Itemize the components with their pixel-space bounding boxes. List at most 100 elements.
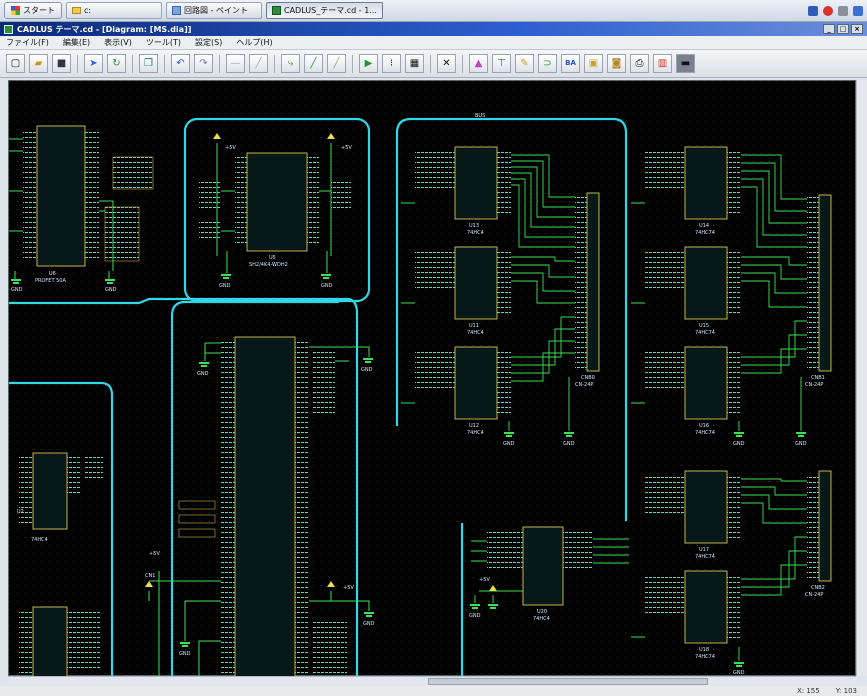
start-button[interactable]: スタート (4, 2, 62, 19)
component-icon[interactable]: ⊃ (538, 54, 557, 73)
save-all-icon[interactable]: ◙ (607, 54, 626, 73)
component-u12[interactable]: U12 74HC4 (415, 346, 511, 436)
delete-icon[interactable]: ✕ (437, 54, 456, 73)
bus-tool-icon[interactable]: ⤷ (281, 54, 300, 73)
menu-settings[interactable]: 設定(S) (195, 38, 223, 47)
u6-wires (9, 138, 114, 279)
schematic-drawing[interactable]: U6 PROFET 50A U5 SH2/4K4-WDH2 U13 74HC4 … (9, 81, 857, 677)
u2-part: 74HC4 (31, 537, 48, 543)
component-u6[interactable]: U6 PROFET 50A (23, 125, 154, 284)
step-icon[interactable]: ⁝ (382, 54, 401, 73)
undo-icon[interactable]: ↶ (171, 54, 190, 73)
menu-tools[interactable]: ツール(T) (145, 38, 181, 47)
menu-view[interactable]: 表示(V) (104, 38, 132, 47)
gnd-symbol-5 (199, 362, 209, 367)
cnb1-part: CN-24P (805, 382, 823, 388)
u6-part: PROFET 50A (35, 278, 66, 284)
task-button-paint[interactable]: 回路図 - ペイント (166, 2, 262, 19)
bank1-wires (401, 154, 575, 431)
menu-edit[interactable]: 編集(E) (62, 38, 91, 47)
component-u5[interactable]: U5 SH2/4K4-WDH2 (199, 152, 351, 268)
component-u14[interactable]: U14 74HC74 (645, 146, 741, 236)
toolbar-separator (430, 54, 431, 73)
schematic-canvas[interactable]: U6 PROFET 50A U5 SH2/4K4-WDH2 U13 74HC4 … (8, 80, 857, 677)
gnd-symbol-6 (363, 358, 373, 363)
window-titlebar: CADLUS テーマ.cd - [Diagram: [MS.dia]] _ □ … (0, 22, 867, 36)
vertical-scrollbar[interactable] (856, 80, 867, 676)
horizontal-scrollbar[interactable] (8, 676, 856, 686)
print-icon[interactable]: ⎙ (630, 54, 649, 73)
vcc-symbol-2 (327, 133, 335, 139)
document-icon[interactable]: ✎ (515, 54, 534, 73)
component-u2[interactable]: U2 74HC4 (17, 452, 103, 543)
text-tool-icon[interactable]: — (226, 54, 245, 73)
rotate-icon[interactable]: ↻ (107, 54, 126, 73)
vcc-symbol-5 (489, 585, 497, 591)
power-symbols (11, 274, 806, 667)
u16-part: 74HC74 (695, 430, 715, 436)
ime-icon[interactable] (853, 5, 863, 16)
open-file-icon[interactable]: ▰ (29, 54, 48, 73)
cnb0-ref: CNB0 (581, 375, 595, 381)
close-icon[interactable]: × (851, 24, 863, 34)
u15-part: 74HC74 (695, 330, 715, 336)
probe-tool-icon[interactable]: ╱ (327, 54, 346, 73)
ba-icon[interactable]: BA (561, 54, 580, 73)
bank2-wires (631, 154, 807, 431)
vcc-label-4: +5V (343, 585, 354, 591)
line-tool-icon[interactable]: ╱ (249, 54, 268, 73)
security-icon[interactable] (823, 5, 833, 16)
vcc-label-1: +5V (225, 145, 236, 151)
minimize-icon[interactable]: _ (823, 24, 835, 34)
app-icon (4, 24, 13, 34)
volume-icon[interactable] (838, 5, 848, 16)
wire-tool-icon[interactable]: ╱ (304, 54, 323, 73)
menu-bar: ファイル(F) 編集(E) 表示(V) ツール(T) 設定(S) ヘルプ(H) (0, 36, 867, 50)
menu-help[interactable]: ヘルプ(H) (236, 38, 273, 47)
new-file-icon[interactable]: ▢ (6, 54, 25, 73)
component-u15[interactable]: U15 74HC74 (645, 246, 741, 336)
redo-icon[interactable]: ↷ (194, 54, 213, 73)
component-u11[interactable]: U11 74HC4 (415, 246, 511, 336)
triangle-icon[interactable]: ▲ (469, 54, 488, 73)
select-cursor-icon[interactable]: ➤ (84, 54, 103, 73)
maximize-icon[interactable]: □ (837, 24, 849, 34)
gnd-label-1: GND (11, 287, 23, 293)
vcc-symbols (145, 133, 497, 591)
cpu-wires (148, 342, 370, 677)
network-icon[interactable] (808, 5, 818, 16)
gnd-symbol-4 (321, 274, 331, 279)
component-cnb0[interactable]: CNB0 CN-24P (575, 192, 600, 388)
component-u17[interactable]: U17 74HC74 (645, 470, 741, 560)
component-u16[interactable]: U16 74HC74 (645, 346, 741, 436)
grid-icon[interactable]: ▦ (405, 54, 424, 73)
component-cpu[interactable] (178, 336, 347, 677)
component-cnb2[interactable]: CNB2 CN-24P (805, 470, 832, 598)
copy-icon[interactable]: ❐ (139, 54, 158, 73)
menu-file[interactable]: ファイル(F) (6, 38, 49, 47)
chip-icon[interactable]: ▣ (584, 54, 603, 73)
u12-ref: U12 (469, 423, 479, 429)
u6-ref: U6 (49, 271, 56, 277)
gnd-label-12: GND (469, 613, 481, 619)
vcc-symbol-3 (145, 581, 153, 587)
component-cnb1[interactable]: CNB1 CN-24P (805, 194, 832, 388)
pan-icon[interactable]: ▬ (676, 54, 695, 73)
gnd-symbol-2 (105, 279, 115, 284)
component-lower-left-ic[interactable] (19, 606, 101, 677)
gnd-label-5: GND (197, 371, 209, 377)
horizontal-scroll-thumb[interactable] (428, 678, 708, 685)
gnd-label-13: GND (363, 621, 375, 627)
task-button-explorer[interactable]: c: (66, 2, 162, 19)
toolbar-separator (352, 54, 353, 73)
run-icon[interactable]: ▶ (359, 54, 378, 73)
task-button-cadlus[interactable]: CADLUS_テーマ.cd - 1... (266, 2, 383, 19)
component-u18[interactable]: U18 74HC74 (645, 570, 741, 660)
component-u13[interactable]: U13 74HC4 (415, 146, 511, 236)
component-u20[interactable]: U20 74HC4 (487, 526, 593, 622)
save-icon[interactable]: ■ (52, 54, 71, 73)
paint-icon (172, 6, 181, 15)
erase-icon[interactable]: ▥ (653, 54, 672, 73)
resistor-icon[interactable]: ⊤ (492, 54, 511, 73)
u5-part: SH2/4K4-WDH2 (249, 262, 288, 268)
